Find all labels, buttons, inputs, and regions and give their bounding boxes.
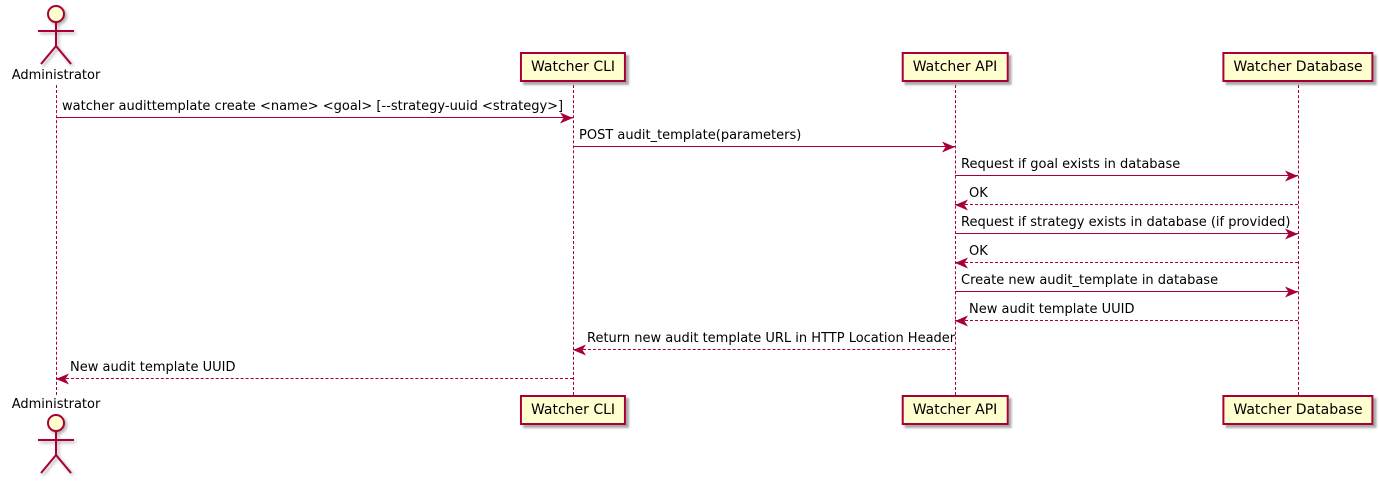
message-arrowhead-icon-5 [955,257,969,269]
message-line-3 [955,204,1298,205]
participant-administrator-top-label: Administrator [11,68,101,83]
message-arrowhead-icon-2 [1284,170,1298,182]
message-line-7 [955,320,1298,321]
participant-watcher-database-bottom: Watcher Database [1222,395,1374,425]
participant-watcher-api-top: Watcher API [901,52,1009,82]
lifeline-administrator [56,85,57,395]
message-line-6 [955,291,1298,292]
actor-administrator-top-icon [33,4,79,66]
message-label-6: Create new audit_template in database [961,273,1219,288]
participant-watcher-api-bottom: Watcher API [901,395,1009,425]
message-arrowhead-icon-8 [573,344,587,356]
message-label-8: Return new audit template URL in HTTP Lo… [587,331,956,346]
message-arrowhead-icon-7 [955,315,969,327]
lifeline-watcher-api [955,85,956,395]
lifeline-watcher-cli [573,85,574,395]
message-arrowhead-icon-9 [56,373,70,385]
message-label-9: New audit template UUID [70,360,236,375]
message-label-1: POST audit_template(parameters) [579,128,802,143]
participant-watcher-cli-top: Watcher CLI [519,52,627,82]
participant-administrator-bottom-label: Administrator [11,397,101,412]
lifeline-watcher-database [1298,85,1299,395]
message-label-3: OK [969,186,988,201]
message-arrowhead-icon-0 [559,112,573,124]
message-line-5 [955,262,1298,263]
message-line-1 [573,146,955,147]
message-label-4: Request if strategy exists in database (… [961,215,1291,230]
message-line-9 [56,378,573,379]
message-line-4 [955,233,1298,234]
participant-watcher-cli-bottom: Watcher CLI [519,395,627,425]
actor-administrator-bottom-icon [33,413,79,475]
message-line-0 [56,117,573,118]
message-arrowhead-icon-1 [941,141,955,153]
message-arrowhead-icon-3 [955,199,969,211]
message-arrowhead-icon-6 [1284,286,1298,298]
message-line-2 [955,175,1298,176]
message-label-2: Request if goal exists in database [961,157,1181,172]
participant-watcher-database-top: Watcher Database [1222,52,1374,82]
message-line-8 [573,349,955,350]
message-arrowhead-icon-4 [1284,228,1298,240]
message-label-0: watcher audittemplate create <name> <goa… [62,99,564,114]
message-label-5: OK [969,244,988,259]
message-label-7: New audit template UUID [969,302,1135,317]
